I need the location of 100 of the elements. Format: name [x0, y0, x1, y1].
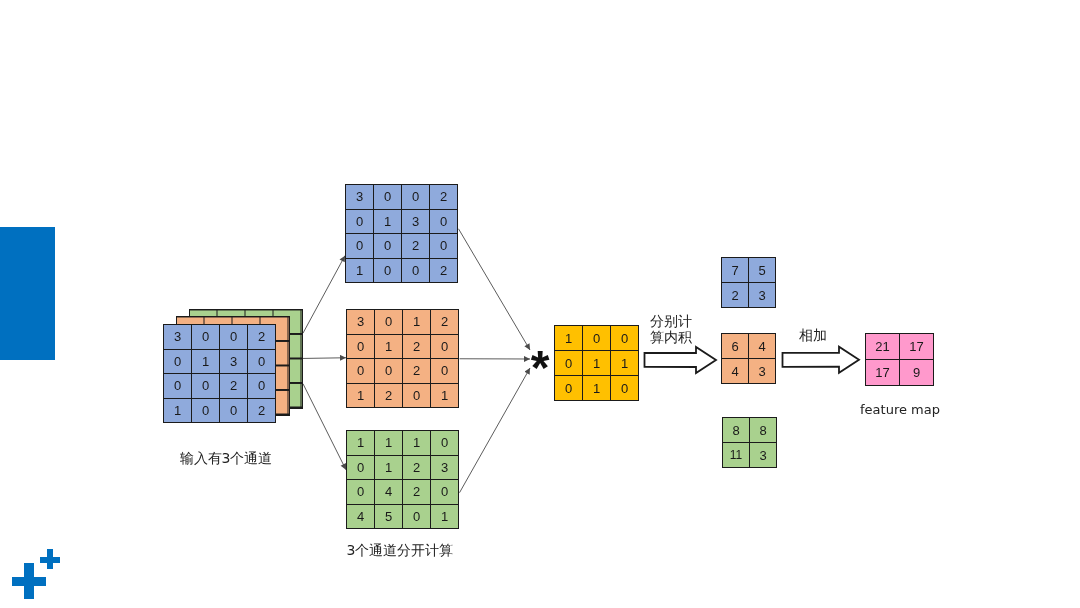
matrix-stack [163, 309, 303, 424]
matrix-cell: 4 [722, 359, 749, 384]
matrix-cell: 2 [402, 234, 430, 259]
matrix-cell: 1 [164, 398, 192, 423]
matrix [554, 325, 639, 401]
matrix [721, 333, 776, 384]
matrix [346, 309, 459, 408]
matrix-cell: 2 [430, 258, 458, 283]
matrix-cell: 6 [722, 334, 749, 359]
feature-map-matrix [865, 333, 934, 386]
matrix-cell: 0 [192, 325, 220, 350]
matrix-cell: 2 [430, 185, 458, 210]
block-arrow [781, 345, 861, 375]
matrix-cell: 4 [375, 480, 403, 505]
matrix-cell: 0 [346, 234, 374, 259]
matrix-cell: 2 [403, 359, 431, 384]
matrix-cell: 1 [611, 351, 639, 376]
matrix-cell: 1 [583, 376, 611, 401]
matrix-cell: 1 [375, 455, 403, 480]
matrix-cell: 9 [900, 360, 934, 386]
matrix-cell: 2 [431, 310, 459, 335]
matrix-cell: 1 [346, 258, 374, 283]
matrix-cell: 1 [374, 209, 402, 234]
matrix-cell: 0 [164, 374, 192, 399]
matrix-cell: 3 [164, 325, 192, 350]
matrix-cell: 4 [347, 504, 375, 529]
matrix-cell: 0 [375, 359, 403, 384]
matrix-cell: 0 [347, 359, 375, 384]
matrix-cell: 2 [375, 383, 403, 408]
matrix-cell: 1 [583, 351, 611, 376]
matrix-cell: 1 [375, 431, 403, 456]
matrix-cell: 3 [431, 455, 459, 480]
matrix-cell: 0 [375, 310, 403, 335]
matrix-cell: 0 [431, 480, 459, 505]
matrix-cell: 2 [403, 480, 431, 505]
matrix-cell: 3 [402, 209, 430, 234]
matrix-cell: 0 [347, 455, 375, 480]
matrix-cell: 0 [403, 383, 431, 408]
matrix-cell: 0 [346, 209, 374, 234]
matrix-cell: 21 [866, 334, 900, 360]
matrix-cell: 0 [220, 398, 248, 423]
matrix-cell: 3 [749, 283, 776, 308]
matrix-cell: 0 [430, 234, 458, 259]
matrix-cell: 1 [431, 383, 459, 408]
matrix-cell: 0 [374, 234, 402, 259]
matrix-cell: 3 [220, 349, 248, 374]
matrix-cell: 5 [375, 504, 403, 529]
matrix-cell: 1 [555, 326, 583, 351]
matrix-cell: 2 [722, 283, 749, 308]
matrix-cell: 0 [431, 431, 459, 456]
matrix-cell: 4 [749, 334, 776, 359]
matrix-cell: 1 [347, 431, 375, 456]
matrix-cell: 0 [192, 374, 220, 399]
matrix-cell: 0 [248, 349, 276, 374]
matrix-cell: 0 [248, 374, 276, 399]
matrix-cell: 2 [220, 374, 248, 399]
matrix-cell: 0 [430, 209, 458, 234]
matrix-cell: 0 [611, 326, 639, 351]
matrix-cell: 0 [347, 480, 375, 505]
matrix-cell: 0 [403, 504, 431, 529]
matrix-cell: 0 [374, 185, 402, 210]
node-label: 输入有3个通道 [178, 449, 274, 467]
matrix-cell: 0 [374, 258, 402, 283]
matrix-cell: 0 [402, 258, 430, 283]
matrix-cell: 8 [723, 418, 750, 443]
matrix-cell: 1 [431, 504, 459, 529]
matrix-cell: 3 [346, 185, 374, 210]
matrix-cell: 3 [749, 359, 776, 384]
matrix-cell: 2 [403, 455, 431, 480]
matrix-cell: 1 [403, 310, 431, 335]
caption: 3个通道分开计算 [345, 541, 455, 559]
matrix-cell: 17 [900, 334, 934, 360]
matrix-cell: 0 [611, 376, 639, 401]
matrix-cell: 1 [375, 334, 403, 359]
matrix-cell: 0 [192, 398, 220, 423]
matrix-cell: 0 [402, 185, 430, 210]
matrix [345, 184, 458, 283]
matrix-cell: 8 [750, 418, 777, 443]
matrix-cell: 2 [248, 325, 276, 350]
matrix [346, 430, 459, 529]
matrix-cell: 1 [403, 431, 431, 456]
matrix [721, 257, 776, 308]
operator-symbol: * [530, 350, 550, 368]
node-label: feature map [859, 401, 941, 419]
matrix [722, 417, 777, 468]
matrix-cell: 2 [403, 334, 431, 359]
matrix-cell: 1 [192, 349, 220, 374]
matrix-cell: 0 [164, 349, 192, 374]
matrix-cell: 0 [347, 334, 375, 359]
matrix-cell: 0 [555, 376, 583, 401]
matrix-cell: 3 [347, 310, 375, 335]
matrix-cell: 2 [248, 398, 276, 423]
matrix-cell: 0 [583, 326, 611, 351]
matrix-cell: 7 [722, 258, 749, 283]
matrix-cell: 0 [555, 351, 583, 376]
matrix-cell: 3 [750, 443, 777, 468]
matrix-cell: 0 [220, 325, 248, 350]
matrix-cell: 1 [347, 383, 375, 408]
matrix-cell: 11 [723, 443, 750, 468]
matrix-cell: 0 [431, 359, 459, 384]
